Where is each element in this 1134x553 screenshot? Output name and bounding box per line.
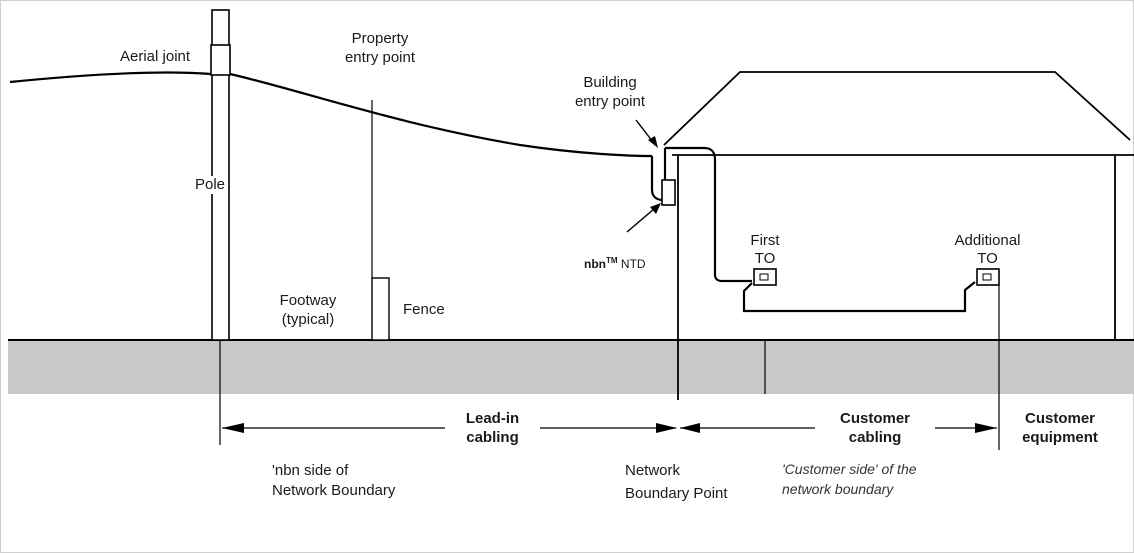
customer-equipment-label-line1: Customer (1024, 410, 1095, 427)
ntd-label: nbnTM NTD (584, 252, 646, 273)
nbp-label-line1: Network (625, 462, 681, 479)
lead-in-arrow-left (222, 423, 244, 433)
first-to-socket (759, 273, 769, 281)
property-entry-label-line2: entry point (344, 49, 416, 66)
ground-band (8, 340, 1134, 394)
ntd-arrowhead (650, 203, 661, 214)
lead-in-arrow-right (656, 423, 677, 433)
customer-side-label-line2: network boundary (782, 481, 894, 497)
additional-to-socket (982, 273, 992, 281)
footway-label-line1: Footway (279, 292, 337, 309)
ntd-leader (626, 208, 655, 233)
additional-to-label-line1: Additional (954, 232, 1021, 249)
building-entry-arrowhead (648, 136, 658, 148)
lead-in-label-line1: Lead-in (465, 410, 520, 427)
customer-equipment-label-line2: equipment (1022, 429, 1098, 446)
aerial-joint-box (210, 44, 231, 76)
property-entry-label-line1: Property (351, 30, 409, 47)
customer-side-label-line1: 'Customer side' of the (782, 461, 917, 477)
customer-cabling-arrow-left (680, 423, 700, 433)
aerial-cable-left (9, 71, 212, 84)
customer-cabling-arrow-right (975, 423, 997, 433)
lead-in-drop (650, 156, 664, 202)
house-roof (663, 71, 1131, 146)
customer-cabling-label-line1: Customer (839, 410, 910, 427)
nbn-side-label-line2: Network Boundary (272, 482, 396, 499)
ntd-label-trademark: TM (606, 256, 618, 265)
building-entry-label-line1: Building (583, 74, 637, 91)
internal-cable-upper (665, 146, 752, 283)
nbn-side-label-line1: 'nbn side of (272, 462, 349, 479)
customer-cable-run (742, 281, 976, 313)
aerial-joint-label: Aerial joint (120, 48, 191, 65)
building-entry-leader (635, 119, 654, 143)
customer-cabling-label-line2: cabling (848, 429, 902, 446)
additional-to-label-line2: TO (977, 250, 998, 267)
pole-label: Pole (194, 176, 227, 194)
footway-label-line2: (typical) (281, 311, 335, 328)
ntd-label-brand: nbn (584, 257, 606, 271)
aerial-cable-right (229, 72, 653, 158)
lead-in-label-line2: cabling (466, 429, 519, 446)
nbp-label-line2: Boundary Point (625, 485, 728, 502)
ntd-box (661, 179, 676, 206)
building-entry-label-line2: entry point (574, 93, 646, 110)
fence-post (371, 277, 390, 341)
fence-label: Fence (403, 301, 445, 318)
first-to-label-line1: First (750, 232, 780, 249)
first-to-label-line2: TO (754, 250, 776, 267)
ntd-label-suffix: NTD (617, 257, 646, 271)
